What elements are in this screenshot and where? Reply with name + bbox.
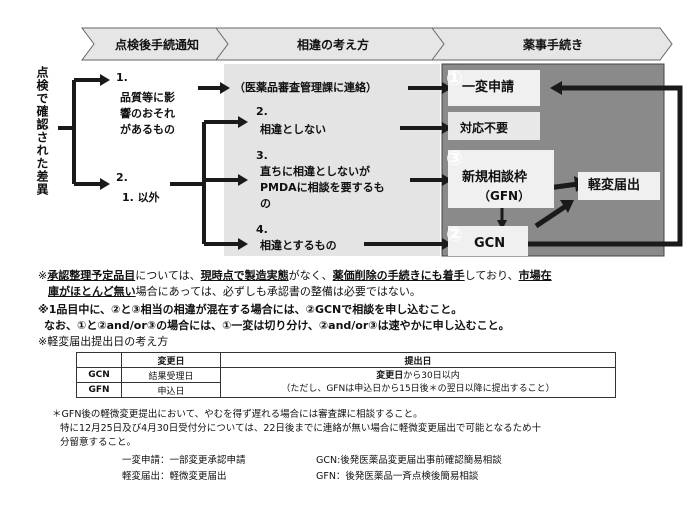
- col2-item3-line3: の: [260, 197, 271, 210]
- table-merged-cell: 変更日から30日以内 （ただし、GFNは申込日から15日後＊の翌日以降に提出する…: [220, 367, 616, 398]
- taiou-label: 対応不要: [460, 121, 509, 135]
- col2-item2-num: 2.: [256, 105, 268, 118]
- def-1b: GCN:後発医薬品変更届出事前確認簡易相談: [316, 455, 502, 466]
- def-2b: GFN：後発医薬品一斉点検後簡易相談: [316, 471, 479, 482]
- chevron-label-1: 点検後手続通知: [114, 38, 199, 52]
- col2-item4-num: 4.: [256, 223, 268, 236]
- col1-item1-num: 1.: [116, 71, 128, 84]
- note-2-line-2: なお、①と②and/or③の場合には、①一変は切り分け、②and/or③は速やか…: [44, 319, 510, 332]
- col2-item3-line1: 直ちに相違としないが: [260, 165, 370, 178]
- shinki-box: [448, 150, 554, 208]
- table-header-empty: [76, 352, 122, 368]
- ichihen-box: [448, 70, 540, 106]
- chevron-3: [431, 27, 673, 61]
- table-row-gfn-label: GFN: [76, 382, 122, 398]
- panel-col2: [224, 64, 440, 256]
- table-row-gcn-label: GCN: [76, 367, 122, 383]
- def-2a: 軽変届出：軽微変更届出: [122, 471, 227, 482]
- arrow-gcn-to-keihen: [534, 203, 568, 229]
- col1-item2-text: 1. 以外: [122, 191, 160, 204]
- taiou-box: [448, 112, 540, 140]
- circle-3: ③: [446, 146, 463, 170]
- note-2-line-1: ※1品目中に、②と③相当の相違が混在する場合には、②GCNで相談を申し込むこと。: [38, 303, 463, 316]
- table-row-gcn-date: 結果受理日: [121, 367, 221, 383]
- col1-item1-line1: 品質等に影: [120, 91, 175, 104]
- col2-item3-num: 3.: [256, 149, 268, 162]
- def-1a: 一変申請：一部変更承認申請: [122, 455, 246, 466]
- left-vertical-label: 点検で確認された差異: [35, 66, 49, 196]
- note-3: ※軽変届出提出日の考え方: [38, 335, 169, 348]
- col2-contact: （医薬品審査管理課に連絡）: [234, 81, 377, 94]
- gcn-box: [448, 226, 528, 256]
- circle-1: ①: [446, 66, 463, 90]
- submission-table: 変更日 提出日 GCN 結果受理日 変更日から30日以内 （ただし、GFNは申込…: [76, 352, 616, 398]
- footnote-2: 特に12月25日及び4月30日受付分については、22日後までに連絡が無い場合に軽…: [60, 423, 542, 434]
- left-bracket: [58, 78, 104, 186]
- gfn-label: （GFN）: [478, 189, 531, 203]
- col2-item4-text: 相違とするもの: [260, 239, 337, 252]
- ichihen-label: 一変申請: [462, 80, 515, 95]
- chevron-label-3: 薬事手続き: [522, 38, 583, 52]
- table-row-gfn-date: 申込日: [121, 382, 221, 398]
- col2-item2-text: 相違としない: [260, 123, 326, 136]
- circle-2: ②: [446, 222, 463, 246]
- footnote-1: ＊GFN後の軽微変更提出において、やむを得ず遅れる場合には審査課に相談すること。: [52, 409, 423, 420]
- table-header-submit: 提出日: [220, 352, 616, 368]
- footnote-3: 分留意すること。: [60, 437, 137, 448]
- col2-item3-line2: PMDAに相談を要するも: [260, 181, 385, 194]
- note-1-line-1: ※承認整理予定品目については、現時点で製造実態がなく、薬価削除の手続きにも着手し…: [38, 269, 552, 282]
- col1-item1-line2: 響のおそれ: [120, 107, 175, 120]
- col1-item1-line3: があるもの: [120, 123, 175, 136]
- keihen-label: 軽変届出: [588, 178, 641, 193]
- table-header-date: 変更日: [121, 352, 221, 368]
- chevron-label-2: 相違の考え方: [296, 38, 369, 52]
- shinki-label: 新規相談枠: [462, 170, 528, 185]
- keihen-box: [578, 172, 660, 200]
- arrow-gcn-loop: [528, 85, 683, 247]
- gcn-label: GCN: [474, 236, 506, 251]
- note-1-line-2: 庫がほとんど無い場合にあっては、必ずしも承認書の整備は必要ではない。: [48, 285, 421, 298]
- col2-bracket: [202, 120, 240, 246]
- col1-item2-num: 2.: [116, 171, 128, 184]
